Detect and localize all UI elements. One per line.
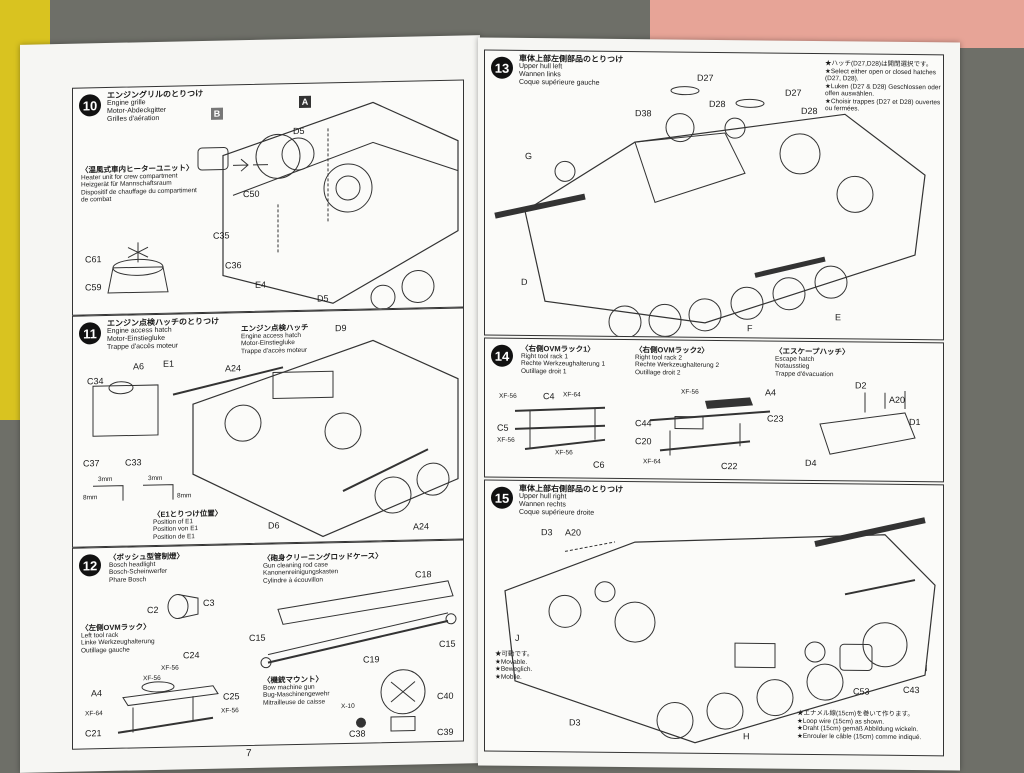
step-14-panel: 14 〈右側OVMラック1〉 Right tool rack 1 Rechte … (484, 337, 944, 483)
hull-engine-drawing (92, 339, 459, 538)
part-label: C15 (249, 632, 266, 644)
part-label: D9 (335, 322, 347, 334)
dimension: 8mm (177, 492, 192, 500)
part-label: D2 (855, 380, 867, 391)
part-label: D5 (293, 125, 305, 137)
step-15-panel: 15 車体上部右側部品のとりつけ Upper hull right Wannen… (484, 479, 944, 757)
hull-right-drawing (504, 517, 936, 744)
manual-page-left: 10 エンジングリルのとりつけ Engine grille Motor-Abde… (20, 35, 480, 773)
part-label: C33 (125, 457, 142, 468)
part-label: D27 (785, 87, 802, 98)
part-label: C20 (635, 436, 652, 447)
paint-code: XF-56 (143, 674, 161, 683)
paint-code: XF-64 (563, 391, 581, 399)
part-label: C21 (85, 728, 102, 739)
paint-code: XF-56 (221, 707, 239, 715)
part-label: A24 (413, 521, 430, 532)
part-label: A6 (133, 361, 145, 372)
part-label: C22 (721, 461, 738, 472)
part-label: E4 (255, 279, 267, 290)
part-label: C38 (349, 728, 366, 739)
part-label: C5 (497, 422, 509, 433)
part-label: D1 (909, 416, 921, 428)
part-label: D3 (569, 717, 581, 728)
part-label: D38 (635, 108, 652, 119)
part-label: J (515, 632, 520, 643)
part-label: C50 (243, 188, 260, 200)
part-label: A20 (565, 527, 582, 538)
part-label: G (525, 150, 533, 162)
part-label: C40 (437, 690, 454, 702)
part-label: E (835, 312, 842, 323)
part-label: C24 (183, 650, 200, 661)
part-label: F (747, 323, 753, 334)
part-label: C15 (439, 638, 456, 650)
dimension: 8mm (83, 494, 98, 502)
part-label: C44 (635, 418, 652, 429)
hull-left-drawing (494, 86, 926, 339)
part-label: C35 (213, 230, 230, 241)
part-label: C19 (363, 654, 380, 665)
paint-code: X-10 (341, 702, 355, 711)
part-label: C37 (83, 458, 100, 469)
part-label: D27 (697, 72, 714, 83)
paint-code: XF-64 (643, 458, 661, 466)
part-label: D3 (541, 527, 553, 538)
step-12-panel: 12 〈ボッシュ型管制燈〉 Bosch headlight Bosch-Sche… (72, 539, 464, 750)
step-10-panel: 10 エンジングリルのとりつけ Engine grille Motor-Abde… (72, 79, 464, 316)
part-label: C43 (903, 684, 920, 696)
step-13-panel: 13 車体上部左側部品のとりつけ Upper hull left Wannen … (484, 49, 944, 341)
part-label: D28 (709, 98, 726, 110)
part-label: D6 (268, 520, 280, 531)
part-label: D5 (317, 293, 329, 304)
paint-code: XF-56 (161, 664, 179, 672)
part-label: C23 (767, 413, 784, 424)
part-label: C53 (853, 686, 870, 697)
part-label: C3 (203, 597, 215, 608)
part-label: C4 (543, 391, 555, 402)
part-label: A4 (91, 688, 103, 699)
paint-code: XF-56 (499, 392, 517, 400)
part-label: D4 (805, 457, 817, 469)
part-label: C39 (437, 726, 454, 738)
tool-racks-drawing (514, 390, 916, 456)
part-label: D28 (801, 105, 818, 117)
part-label: C6 (593, 459, 605, 470)
part-label: C59 (85, 282, 102, 293)
manual-page-right: 13 車体上部左側部品のとりつけ Upper hull left Wannen … (478, 37, 960, 771)
part-label: E1 (163, 358, 175, 369)
part-label: C2 (147, 604, 159, 616)
dimension: 3mm (98, 475, 113, 484)
paint-code: XF-56 (555, 449, 573, 457)
part-label: A4 (765, 387, 777, 398)
part-label: C25 (223, 691, 240, 702)
paint-code: XF-56 (681, 388, 699, 396)
part-label: H (743, 731, 750, 742)
step-11-panel: 11 エンジン点検ハッチのとりつけ Engine access hatch Mo… (72, 307, 464, 548)
hull-rear-drawing (107, 101, 459, 310)
part-label: C34 (87, 376, 104, 387)
part-label: C18 (415, 569, 432, 580)
parts-drawings (117, 580, 457, 734)
part-label: A24 (225, 363, 242, 374)
part-label: C36 (225, 260, 242, 271)
part-label: D (521, 276, 528, 287)
part-label: I (925, 663, 928, 674)
dimension: 3mm (148, 474, 163, 483)
part-label: A20 (889, 394, 906, 405)
part-label: C61 (85, 254, 102, 265)
paint-code: XF-56 (497, 436, 515, 444)
page-number: 7 (246, 747, 252, 760)
paint-code: XF-64 (85, 710, 103, 718)
